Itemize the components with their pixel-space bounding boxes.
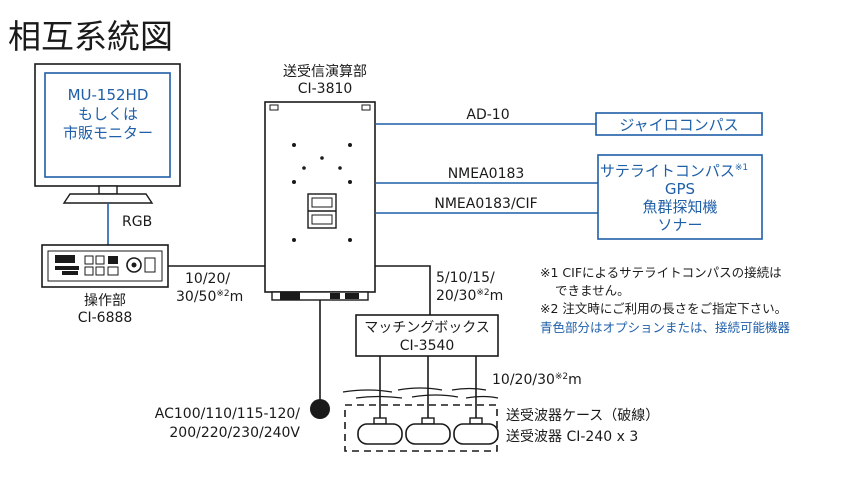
note-2: ※2 注文時にご利用の長さをご指定下さい。	[540, 301, 787, 316]
power-label-1: AC100/110/115-120/	[155, 406, 300, 422]
rgb-label: RGB	[122, 214, 152, 230]
matching-cable	[375, 265, 431, 315]
ad10-label: AD-10	[466, 107, 509, 123]
monitor: MU-152HD もしくは 市販モニター	[34, 63, 181, 204]
nmea-cif-label: NMEA0183/CIF	[434, 196, 537, 212]
note-1b: できません。	[555, 283, 630, 298]
sensor-label-1: サテライトコンパス※1	[600, 162, 748, 180]
transducer-label: 送受波器 CI-240 x 3	[506, 429, 638, 445]
power-plug	[310, 399, 330, 419]
control-cable-label-2: 30/50※2m	[176, 289, 243, 305]
note-3: 青色部分はオプションまたは、接続可能機器	[540, 320, 791, 335]
transducer-cable-label: 10/20/30※2m	[492, 372, 582, 388]
processor-model: CI-3810	[298, 81, 353, 97]
control-unit	[41, 244, 169, 288]
matching-box	[355, 314, 499, 357]
monitor-neck	[98, 185, 118, 195]
transducer-3	[453, 417, 499, 445]
monitor-label-2: もしくは	[78, 105, 138, 123]
sensor-label-2: GPS	[665, 180, 695, 198]
nmea-label: NMEA0183	[448, 166, 525, 182]
control-unit-model: CI-6888	[78, 310, 133, 326]
monitor-label-3: 市販モニター	[63, 124, 153, 142]
note-1a: ※1 CIFによるサテライトコンパスの接続は	[540, 265, 782, 280]
matching-box-model: CI-3540	[400, 338, 455, 354]
sensor-label-3: 魚群探知機	[642, 198, 717, 216]
monitor-stand	[62, 193, 154, 204]
control-cable-label-1: 10/20/	[185, 271, 230, 287]
page-title: 相互系統図	[8, 17, 173, 56]
transducer-1	[357, 417, 403, 445]
transducer-2	[405, 417, 451, 445]
water-surface	[342, 387, 499, 399]
matching-cable-label-2: 20/30※2m	[436, 288, 503, 304]
power-label-2: 200/220/230/240V	[169, 425, 300, 441]
monitor-screen	[44, 72, 171, 178]
gyro-compass-box	[595, 112, 763, 136]
transducer-case-label: 送受波器ケース（破線）	[506, 408, 659, 424]
matching-box-name: マッチングボックス	[364, 320, 490, 336]
control-unit-name: 操作部	[84, 293, 126, 309]
gyro-compass-label: ジャイロコンパス	[619, 116, 738, 134]
processor-unit	[264, 101, 376, 301]
processor-name: 送受信演算部	[283, 64, 367, 80]
matching-cable-label-1: 5/10/15/	[436, 270, 495, 286]
monitor-label-1: MU-152HD	[68, 86, 149, 104]
sensor-label-4: ソナー	[657, 216, 702, 234]
sensor-box	[597, 154, 763, 240]
